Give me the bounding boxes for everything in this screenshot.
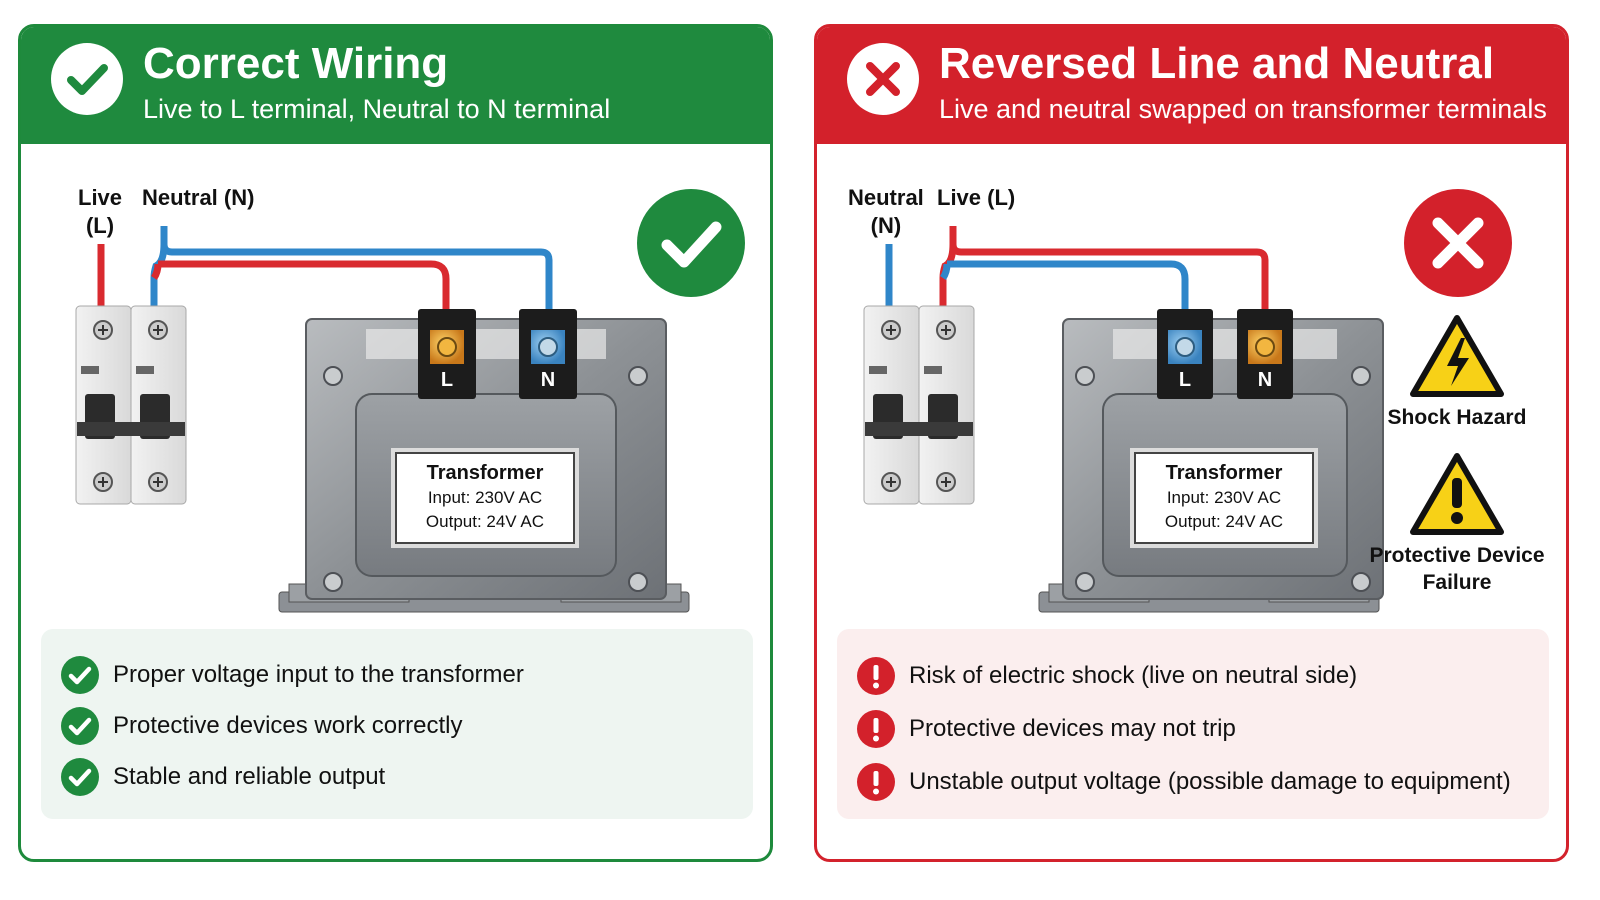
circuit-breaker: [75, 305, 187, 505]
correct-wiring-panel: Correct Wiring Live to L terminal, Neutr…: [18, 24, 773, 862]
check-circle-icon: [61, 655, 99, 694]
nameplate-input: Input: 230V AC: [427, 488, 543, 507]
wire-label-live: Live (L): [937, 185, 1016, 210]
nameplate-title: Transformer: [1165, 462, 1283, 484]
wire-label-neutral: Neutral (N): [848, 185, 924, 238]
check-circle-icon: [61, 757, 99, 796]
note-text: Stable and reliable output: [113, 762, 386, 790]
correct-wiring-diagram: Live (L) Neutral (N) L N Transformer Inp…: [21, 144, 770, 622]
neutral-wire: [150, 226, 553, 326]
nameplate-output: Output: 24V AC: [425, 512, 545, 531]
exclamation-warning-icon: [1367, 452, 1547, 536]
protective-device-failure-warning: Protective Device Failure: [1367, 452, 1547, 596]
list-item: Unstable output voltage (possible damage…: [857, 755, 1549, 808]
note-text: Risk of electric shock (live on neutral …: [909, 661, 1358, 689]
hazard-label: Protective Device Failure: [1369, 544, 1545, 594]
note-text: Protective devices may not trip: [909, 714, 1236, 742]
terminal-block: [1157, 309, 1293, 399]
list-item: Risk of electric shock (live on neutral …: [857, 649, 1549, 702]
terminal-block: [418, 309, 577, 399]
hazard-label: Shock Hazard: [1387, 406, 1527, 429]
terminal-label-l: L: [440, 369, 454, 391]
terminal-label-n: N: [1257, 369, 1273, 391]
transformer-nameplate: Transformer Input: 230V AC Output: 24V A…: [395, 452, 575, 544]
panel-title: Reversed Line and Neutral: [939, 39, 1495, 88]
live-wire: [97, 244, 450, 326]
circuit-breaker: [863, 305, 975, 505]
reversed-notes-list: Risk of electric shock (live on neutral …: [837, 629, 1549, 819]
nameplate-title: Transformer: [426, 462, 544, 484]
check-circle-icon: [51, 43, 123, 115]
note-text: Proper voltage input to the transformer: [113, 660, 524, 688]
wire-label-neutral: Neutral (N): [142, 185, 255, 210]
shock-hazard-warning: Shock Hazard: [1377, 314, 1537, 431]
panel-title: Correct Wiring: [143, 39, 449, 88]
exclamation-circle-icon: [857, 762, 895, 801]
reversed-wiring-diagram: Neutral (N) Live (L) L N Transformer Inp…: [817, 144, 1566, 622]
nameplate-output: Output: 24V AC: [1164, 512, 1284, 531]
panel-subtitle: Live and neutral swapped on transformer …: [939, 94, 1547, 124]
panel-subtitle: Live to L terminal, Neutral to N termina…: [143, 94, 611, 124]
electric-shock-warning-icon: [1377, 314, 1537, 398]
correct-notes-list: Proper voltage input to the transformer …: [41, 629, 753, 819]
wire-label-live: Live (L): [78, 185, 123, 238]
live-wire: [939, 226, 1269, 326]
x-circle-icon: [847, 43, 919, 115]
check-circle-icon: [637, 189, 745, 297]
x-circle-icon: [1404, 189, 1512, 297]
list-item: Proper voltage input to the transformer: [61, 649, 753, 700]
terminal-label-n: N: [540, 369, 556, 391]
transformer-nameplate: Transformer Input: 230V AC Output: 24V A…: [1134, 452, 1314, 544]
correct-wiring-header: Correct Wiring Live to L terminal, Neutr…: [21, 27, 770, 144]
exclamation-circle-icon: [857, 709, 895, 748]
note-text: Unstable output voltage (possible damage…: [909, 767, 1511, 795]
terminal-label-l: L: [1178, 369, 1192, 391]
exclamation-circle-icon: [857, 656, 895, 695]
reversed-wiring-panel: Reversed Line and Neutral Live and neutr…: [814, 24, 1569, 862]
list-item: Protective devices may not trip: [857, 702, 1549, 755]
neutral-wire: [885, 244, 1189, 326]
reversed-wiring-header: Reversed Line and Neutral Live and neutr…: [817, 27, 1566, 144]
list-item: Protective devices work correctly: [61, 700, 753, 751]
check-circle-icon: [61, 706, 99, 745]
note-text: Protective devices work correctly: [113, 711, 463, 739]
nameplate-input: Input: 230V AC: [1166, 488, 1282, 507]
list-item: Stable and reliable output: [61, 751, 753, 802]
